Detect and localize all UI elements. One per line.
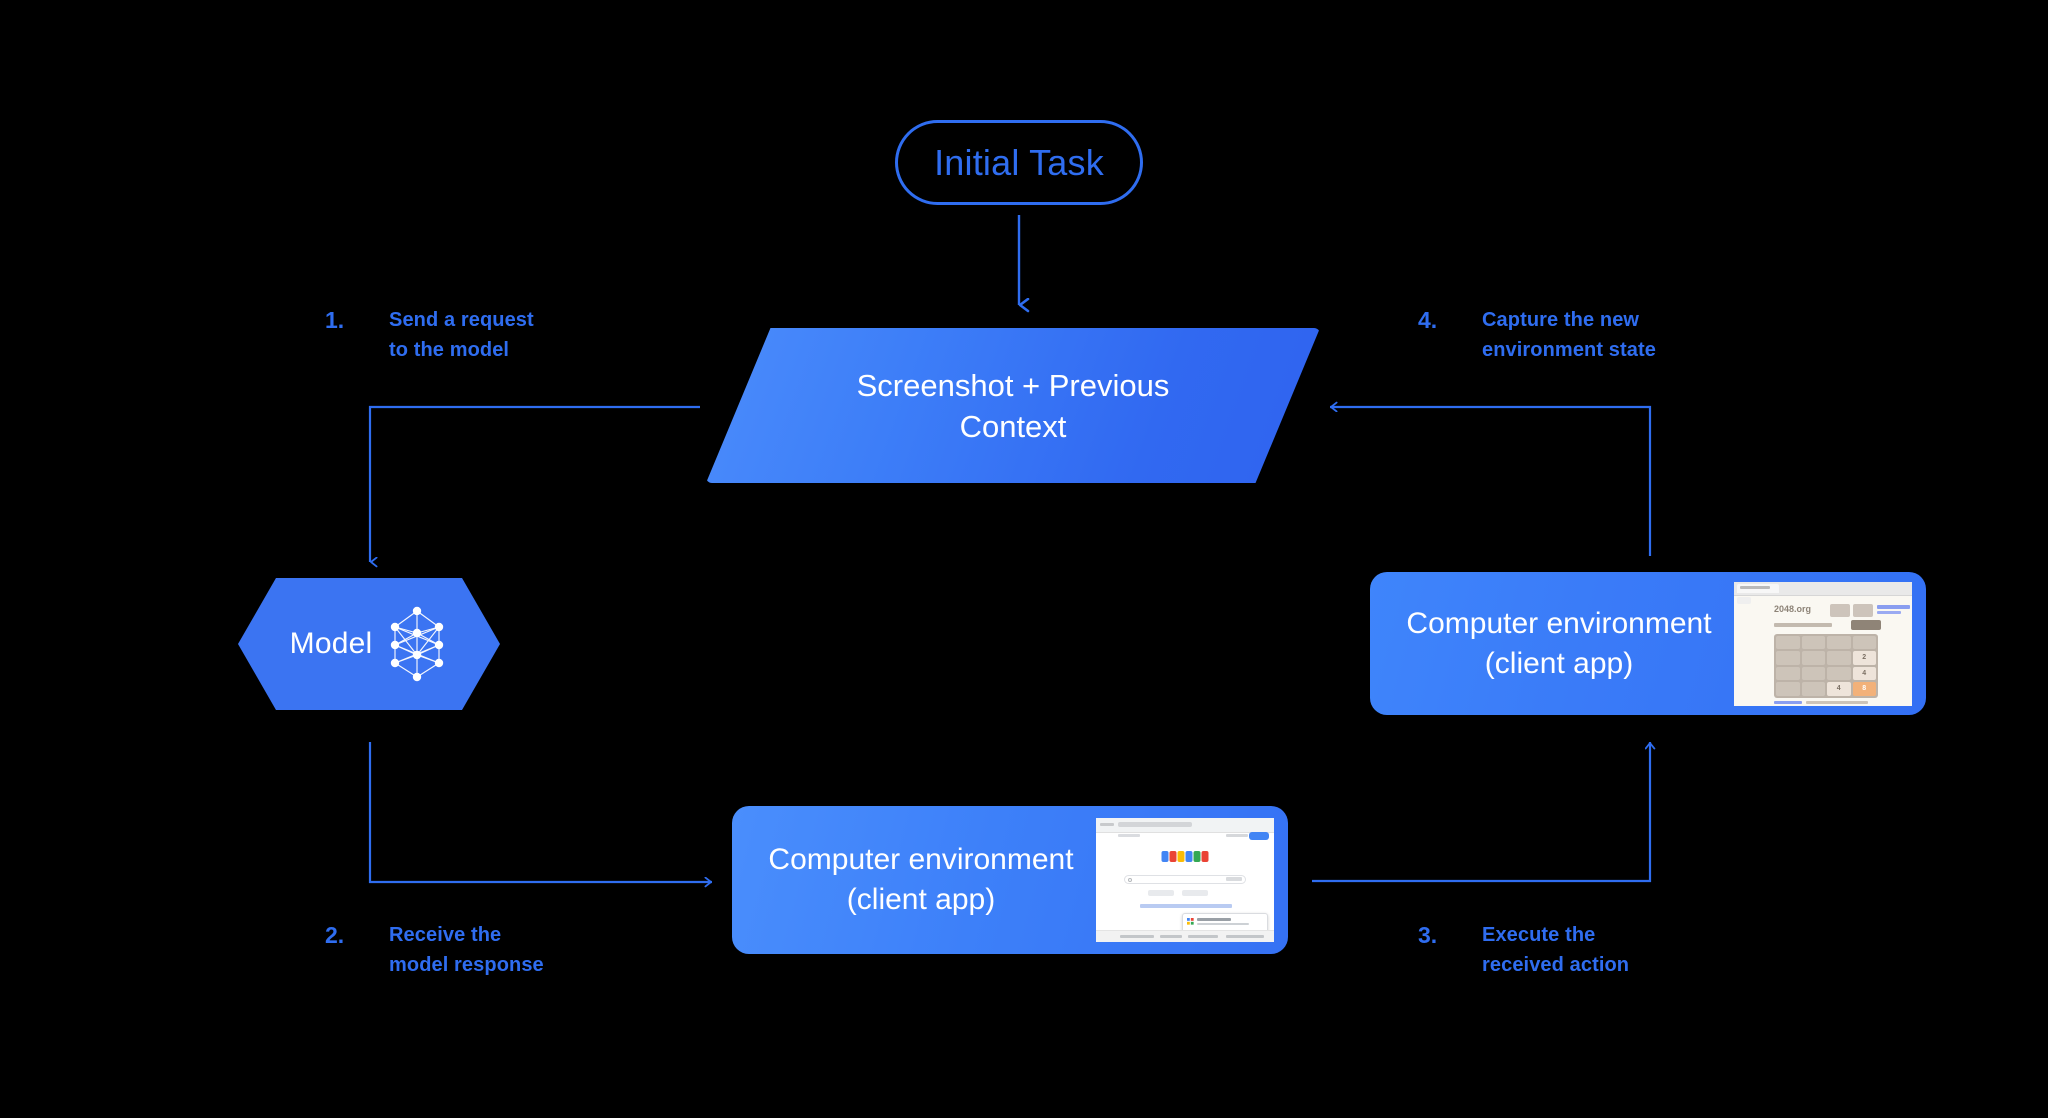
grid-cell [1827,666,1851,680]
step-number: 1. [325,307,345,333]
footer-link [1774,700,1802,704]
context-node-text: Screenshot + Previous Context [706,328,1320,483]
nav-links-secondary [1877,610,1901,614]
grid-cell [1801,682,1825,696]
environment-right-line2: (client app) [1484,646,1634,680]
environment-bottom-line2: (client app) [846,883,996,916]
google-logo [1161,851,1209,862]
search-input [1124,875,1246,884]
grid-cell [1776,651,1800,665]
dialog-body [1197,923,1249,925]
grid-cell [1776,635,1800,649]
grid-cell [1801,651,1825,665]
game-tile: 2 [1852,651,1876,665]
step-text: Send a request to the model [389,309,534,361]
grid-cell [1801,635,1825,649]
model-node[interactable]: Model [238,578,500,710]
search-button [1148,890,1174,896]
footer-link [1188,935,1218,938]
step-number: 2. [325,922,345,948]
step-number: 4. [1418,307,1438,333]
best-score-box [1853,603,1873,617]
context-node-line1: Screenshot + Previous [856,367,1170,403]
step-label-4: 4. Capture the new environment state [1418,305,1656,365]
model-node-label: Model [289,627,373,660]
new-game-button [1851,619,1881,630]
score-box [1830,603,1850,617]
grid-cell [1776,682,1800,696]
grid-cell [1827,651,1851,665]
browser-tab-title [1740,585,1770,589]
search-icon [1128,878,1132,882]
footer-link [1226,935,1264,938]
initial-task-node[interactable]: Initial Task [895,120,1143,205]
initial-task-label: Initial Task [934,141,1104,183]
context-node[interactable]: Screenshot + Previous Context [706,328,1320,483]
nav-links [1877,604,1910,609]
connector-4-environment-to-context [1330,407,1652,556]
context-node-shape [706,328,1320,483]
language-links [1140,904,1232,908]
environment-node-right[interactable]: Computer environment (client app) 2048.o… [1370,572,1926,715]
step-text: Capture the new environment state [1482,309,1656,361]
page-footer [1096,930,1274,942]
thumbnail-google-search [1096,818,1274,942]
browser-url-bar [1118,822,1192,827]
game-tile: 4 [1852,666,1876,680]
grid-cell [1776,666,1800,680]
page-links-left [1118,834,1140,837]
footer-link [1120,935,1154,938]
step-label-3: 3. Execute the received action [1418,920,1629,980]
environment-right-label: Computer environment (client app) [1370,604,1734,684]
sign-in-button [1249,832,1269,840]
game-grid: 2 4 4 8 [1774,633,1878,698]
connector-1-context-to-model [368,405,700,562]
game-subtitle [1774,622,1832,627]
footer-text [1806,700,1868,704]
search-input-icons [1226,877,1242,881]
connector-2-model-to-environment [368,742,712,882]
site-title: 2048.org [1774,603,1812,614]
environment-right-line1: Computer environment [1406,606,1712,640]
grid-cell [1852,635,1876,649]
game-tile: 8 [1852,682,1876,696]
game-tile: 4 [1827,682,1851,696]
step-label-1: 1. Send a request to the model [325,305,534,365]
step-text: Receive the model response [389,924,544,976]
page-links-right [1226,834,1248,837]
context-node-line2: Context [959,408,1067,444]
environment-bottom-line1: Computer environment [768,843,1074,876]
browser-url-bar [1737,596,1751,604]
neural-network-icon [386,605,448,683]
footer-link [1160,935,1182,938]
thumbnail-2048-game: 2048.org 2 4 4 [1734,581,1912,706]
step-number: 3. [1418,922,1438,948]
grid-cell [1827,635,1851,649]
step-text: Execute the received action [1482,924,1630,976]
dialog-title [1197,918,1231,921]
model-node-shape [238,578,500,710]
grid-cell [1801,666,1825,680]
environment-node-bottom[interactable]: Computer environment (client app) [732,806,1288,954]
dialog-icon [1187,918,1194,925]
step-label-2: 2. Receive the model response [325,920,544,980]
browser-nav-buttons [1100,823,1114,826]
lucky-button [1182,890,1208,896]
environment-bottom-label: Computer environment (client app) [732,840,1096,920]
connector-3-environment-to-environment [1312,742,1650,883]
